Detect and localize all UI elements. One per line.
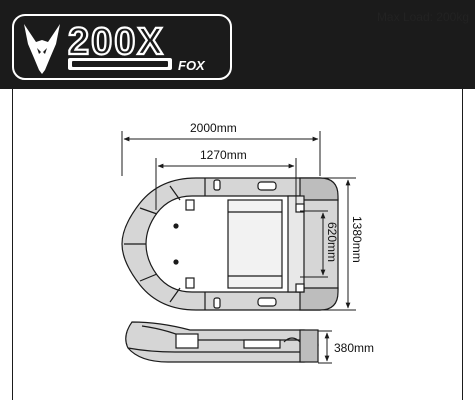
brand-logo: 200X FOX	[12, 14, 232, 80]
boat-side-view	[125, 321, 319, 363]
tube-height-dim: 380mm	[318, 330, 374, 364]
inner-length-label: 1270mm	[200, 148, 247, 162]
inner-length-dim: 1270mm	[155, 148, 297, 210]
content-frame	[12, 89, 463, 400]
boat-diagram: 2000mm 1270mm 620mm 1380mm	[121, 121, 374, 364]
overall-width-label: 1380mm	[350, 216, 364, 263]
maker-wordmark: FOX	[178, 58, 206, 73]
overall-length-dim: 2000mm	[121, 121, 321, 176]
inner-width-dim: 620mm	[300, 210, 339, 278]
fox-head-icon	[24, 24, 60, 74]
max-load-label: Max Load: 200kg	[376, 10, 469, 24]
model-wordmark: 200X	[68, 21, 165, 63]
overall-length-label: 2000mm	[190, 121, 237, 135]
tube-height-label: 380mm	[334, 341, 374, 355]
header-bar: 200X FOX	[0, 0, 475, 89]
overall-width-dim: 1380mm	[322, 177, 364, 311]
inner-width-label: 620mm	[325, 222, 339, 262]
boat-top-view	[121, 177, 339, 311]
